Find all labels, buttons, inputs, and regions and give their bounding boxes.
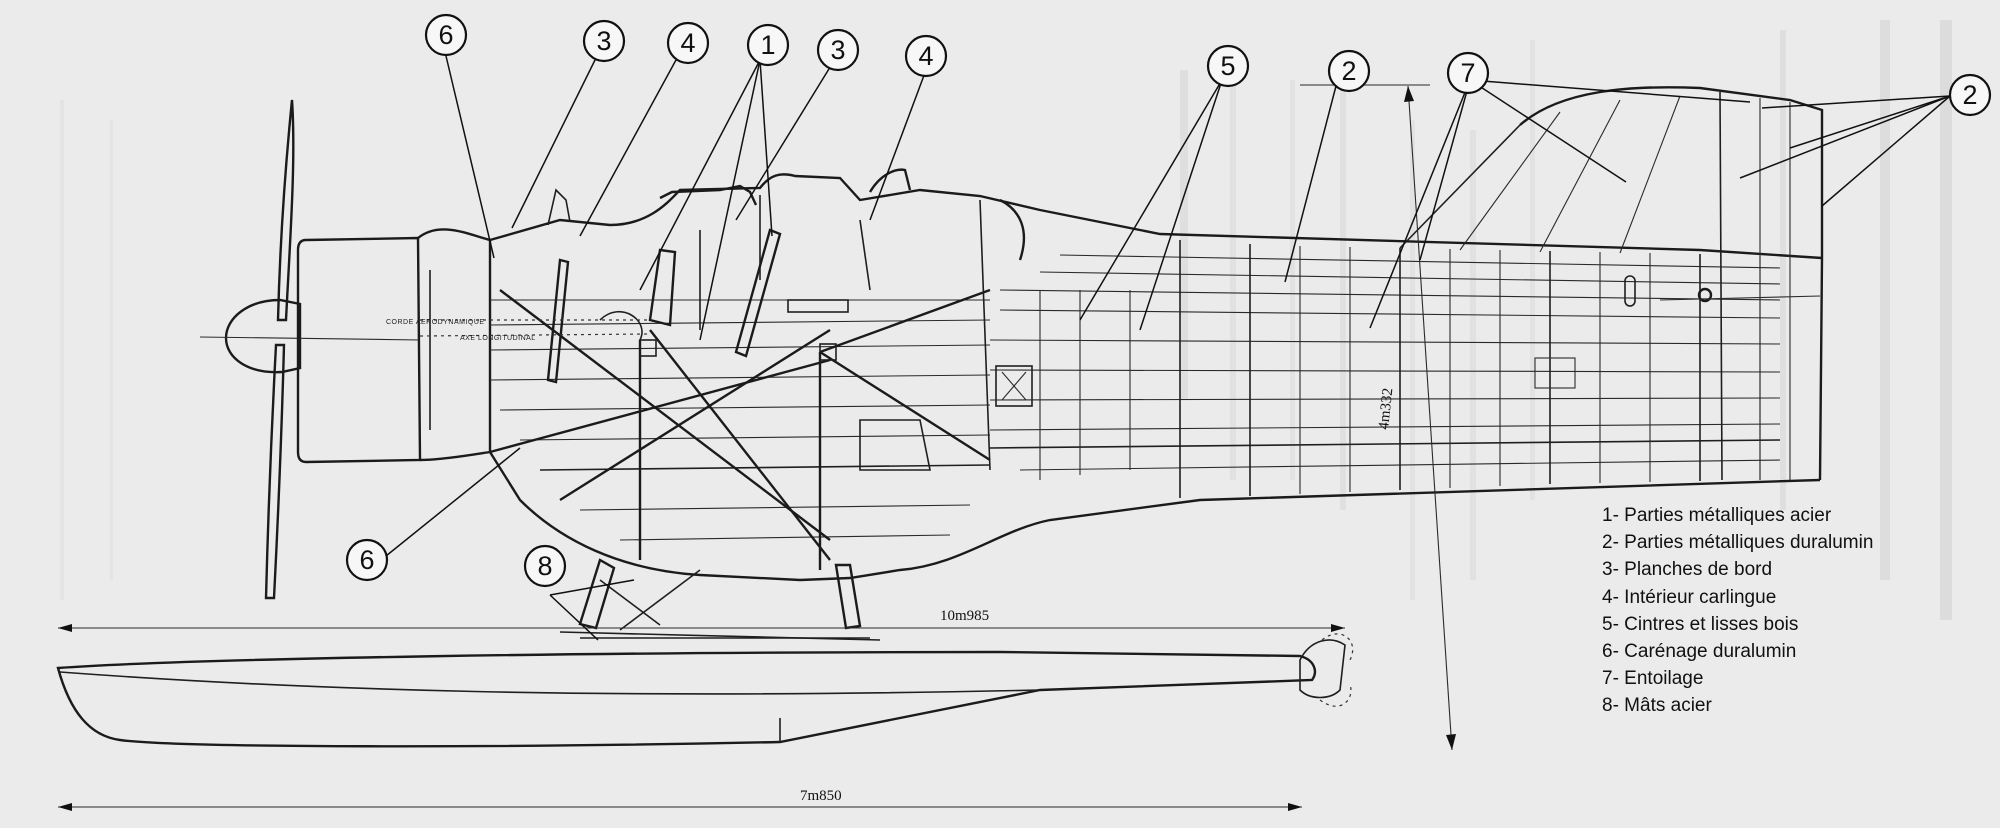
cabin-truss <box>489 195 991 570</box>
callout-3-right: 3 <box>816 28 860 72</box>
legend-item-4: 4- Intérieur carlingue <box>1602 586 1777 608</box>
callout-2-right: 2 <box>1948 73 1992 117</box>
callout-2-middle: 2 <box>1327 49 1371 93</box>
callout-3-right-number: 3 <box>830 35 845 65</box>
legend-item-1: 1- Parties métalliques acier <box>1602 505 1832 526</box>
dimension-float-length: 7m850 <box>58 788 1302 811</box>
callout-7-number: 7 <box>1460 58 1475 88</box>
engine-cowling <box>296 228 492 464</box>
callout-8-number: 8 <box>537 551 552 581</box>
callout-2-right-number: 2 <box>1962 80 1977 110</box>
callout-4-left-number: 4 <box>680 28 695 58</box>
tail-assembly <box>1399 86 1824 481</box>
callout-2-middle-number: 2 <box>1341 56 1356 86</box>
float-length-label: 7m850 <box>800 788 842 804</box>
callout-6-top-number: 6 <box>438 20 453 50</box>
callout-8: 8 <box>523 544 567 588</box>
legend-item-5: 5- Cintres et lisses bois <box>1602 613 1799 635</box>
callout-5: 5 <box>1206 44 1250 88</box>
legend-item-3: 3- Planches de bord <box>1602 559 1773 581</box>
corde-label: CORDE AERODYNAMIQUE <box>386 319 485 326</box>
callout-1: 1 <box>746 23 790 67</box>
callout-leaders <box>385 55 1951 641</box>
callout-5-number: 5 <box>1220 51 1235 81</box>
callout-4-left: 4 <box>666 21 710 65</box>
callout-4-right-number: 4 <box>918 41 933 71</box>
height-label: 4m332 <box>1376 387 1396 430</box>
legend-item-6: 6- Carénage duralumin <box>1602 641 1797 663</box>
axe-label: AXE LONGITUDINAL <box>460 335 536 342</box>
fuselage-frame-grid <box>989 240 1781 498</box>
callout-3-left: 3 <box>582 19 626 63</box>
callout-circles: 6 3 4 1 3 4 5 2 7 2 6 8 <box>345 13 1992 588</box>
fuselage <box>488 168 1824 582</box>
callout-7: 7 <box>1446 51 1490 95</box>
dimension-height: 4m332 <box>1300 84 1456 751</box>
legend-item-7: 7- Entoilage <box>1602 668 1704 690</box>
legend-item-8: 8- Mâts acier <box>1602 695 1712 717</box>
overall-length-label: 10m985 <box>940 608 989 624</box>
callout-6-bottom: 6 <box>345 538 389 582</box>
dimension-overall-length: 10m985 <box>58 608 1345 632</box>
callout-3-left-number: 3 <box>596 26 611 56</box>
parts-legend: 1- Parties métalliques acier 2- Parties … <box>1602 502 1873 720</box>
callout-6-top: 6 <box>424 13 468 57</box>
callout-1-number: 1 <box>760 30 775 60</box>
legend-item-2: 2- Parties métalliques duralumin <box>1602 532 1874 554</box>
callout-4-right: 4 <box>904 34 948 78</box>
chord-lines: CORDE AERODYNAMIQUE AXE LONGITUDINAL <box>386 319 651 342</box>
float <box>56 633 1354 748</box>
callout-6-bottom-number: 6 <box>359 545 374 575</box>
propeller <box>199 99 421 600</box>
bleed-through-text <box>60 20 1952 620</box>
